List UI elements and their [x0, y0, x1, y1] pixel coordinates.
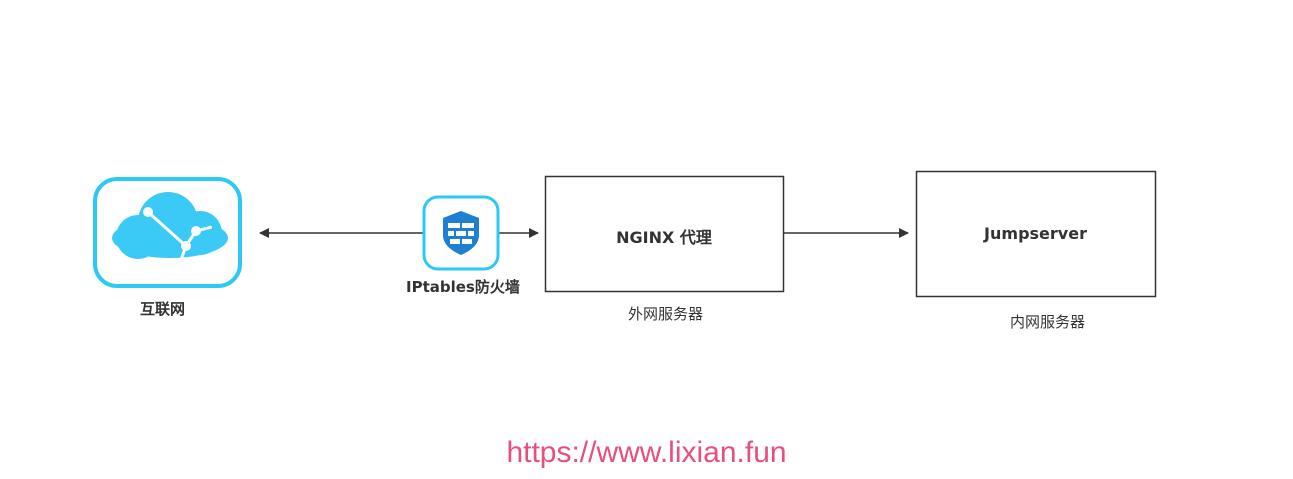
nginx-box-label: NGINX 代理	[616, 228, 712, 247]
jumpserver-caption: 内网服务器	[1010, 313, 1086, 331]
nginx-caption: 外网服务器	[628, 305, 704, 323]
firewall-label: IPtables防火墙	[406, 278, 520, 296]
jumpserver-box	[915, 170, 1157, 298]
nginx-server-box	[544, 175, 785, 293]
firewall-shield-icon	[422, 195, 500, 271]
cloud-network-icon	[93, 177, 242, 288]
watermark-url: https://www.lixian.fun	[506, 436, 787, 469]
jumpserver-box-label: Jumpserver	[984, 224, 1087, 243]
internet-label: 互联网	[140, 300, 186, 318]
